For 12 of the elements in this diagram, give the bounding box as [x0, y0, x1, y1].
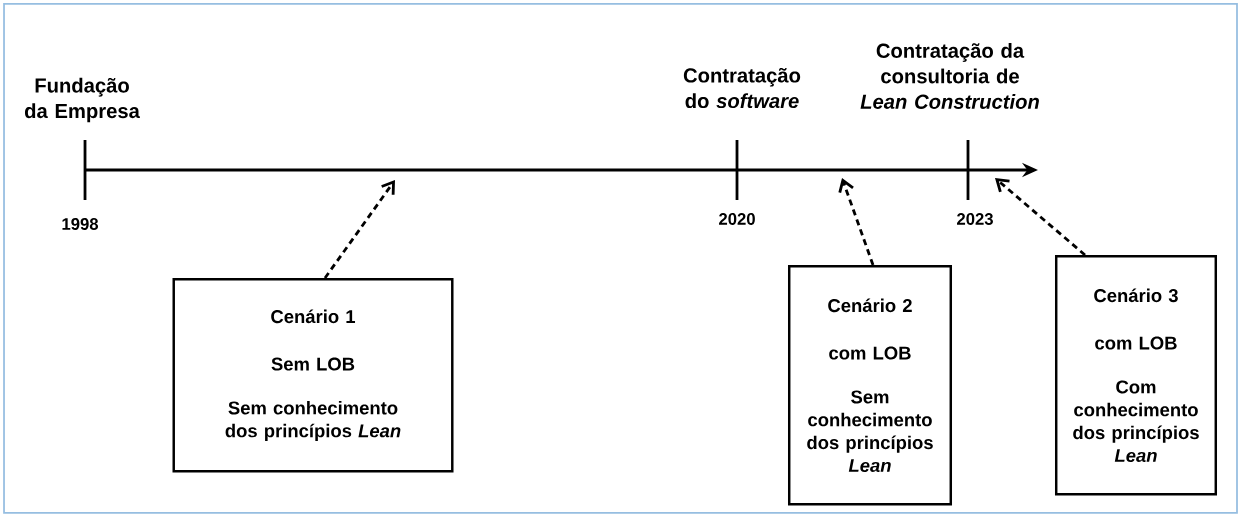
- scenario-box: Cenário 2 com LOB Sem conhecimento dos princípios Lean: [788, 265, 952, 506]
- year-label: 1998: [62, 218, 99, 230]
- arrow: [838, 178, 875, 266]
- milestone-label: Contratação da consultoria de Lean Construction: [860, 43, 1039, 109]
- milestone-label: Fundação da Empresa: [25, 77, 140, 123]
- year-label: 2023: [957, 213, 993, 225]
- scenario-box: Cenário 1 Sem LOB Sem conhecimento dos princípios Lean: [172, 278, 454, 473]
- scenario-box: Cenário 3 com LOB Com conhecimento dos princípios Lean: [1055, 255, 1217, 496]
- milestone-label: Contratação do software: [683, 67, 801, 109]
- arrow: [995, 178, 1086, 257]
- arrow: [323, 180, 395, 279]
- year-label: 2020: [719, 213, 755, 225]
